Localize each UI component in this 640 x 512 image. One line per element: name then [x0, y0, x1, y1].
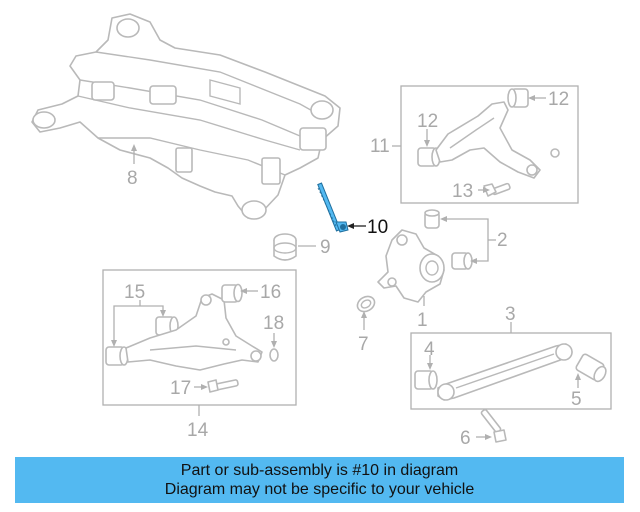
callout-8: 8 [127, 168, 138, 189]
callout-5: 5 [571, 389, 582, 410]
banner-line-1: Part or sub-assembly is #10 in diagram [180, 462, 459, 479]
group-box-11 [400, 85, 579, 204]
callout-10: 10 [367, 217, 388, 238]
callout-11: 11 [370, 136, 390, 157]
subframe-crossmember [31, 13, 341, 220]
callout-17: 17 [170, 378, 191, 399]
callout-15: 15 [124, 282, 145, 303]
callout-2: 2 [497, 230, 508, 251]
bushing-2-upper [424, 209, 440, 229]
lateral-link [437, 343, 573, 401]
bushing-4 [414, 370, 438, 390]
bushing-16 [221, 283, 243, 303]
callout-18: 18 [263, 313, 284, 334]
callout-14: 14 [187, 420, 209, 441]
bushing-15-left [105, 346, 129, 366]
lower-control-arm [125, 293, 263, 371]
bolt-6 [480, 408, 507, 443]
bushing-5 [575, 353, 607, 383]
bolt-17 [207, 379, 239, 393]
callout-1: 1 [417, 310, 428, 331]
callout-12-left: 12 [417, 111, 438, 132]
bushing-12-upper [507, 88, 529, 108]
parts-diagram: 8 11 12 12 13 10 [31, 13, 612, 449]
banner-line-2: Diagram may not be specific to your vehi… [164, 481, 475, 498]
callout-13: 13 [452, 181, 473, 202]
callout-4: 4 [424, 339, 435, 360]
info-banner: Part or sub-assembly is #10 in diagram D… [15, 457, 624, 503]
callout-16: 16 [260, 282, 281, 303]
callout-6: 6 [460, 428, 471, 449]
bushing-2-lower [451, 252, 473, 270]
callout-7: 7 [358, 334, 369, 355]
washer-18 [269, 348, 279, 362]
callout-9: 9 [320, 237, 331, 258]
callout-12-right: 12 [548, 89, 569, 110]
knuckle-1 [377, 229, 445, 303]
bushing-9 [273, 233, 297, 261]
callout-3: 3 [505, 304, 516, 325]
ring-7 [356, 295, 376, 313]
upper-control-arm [435, 101, 560, 179]
bolt-10-highlighted[interactable] [317, 182, 349, 233]
